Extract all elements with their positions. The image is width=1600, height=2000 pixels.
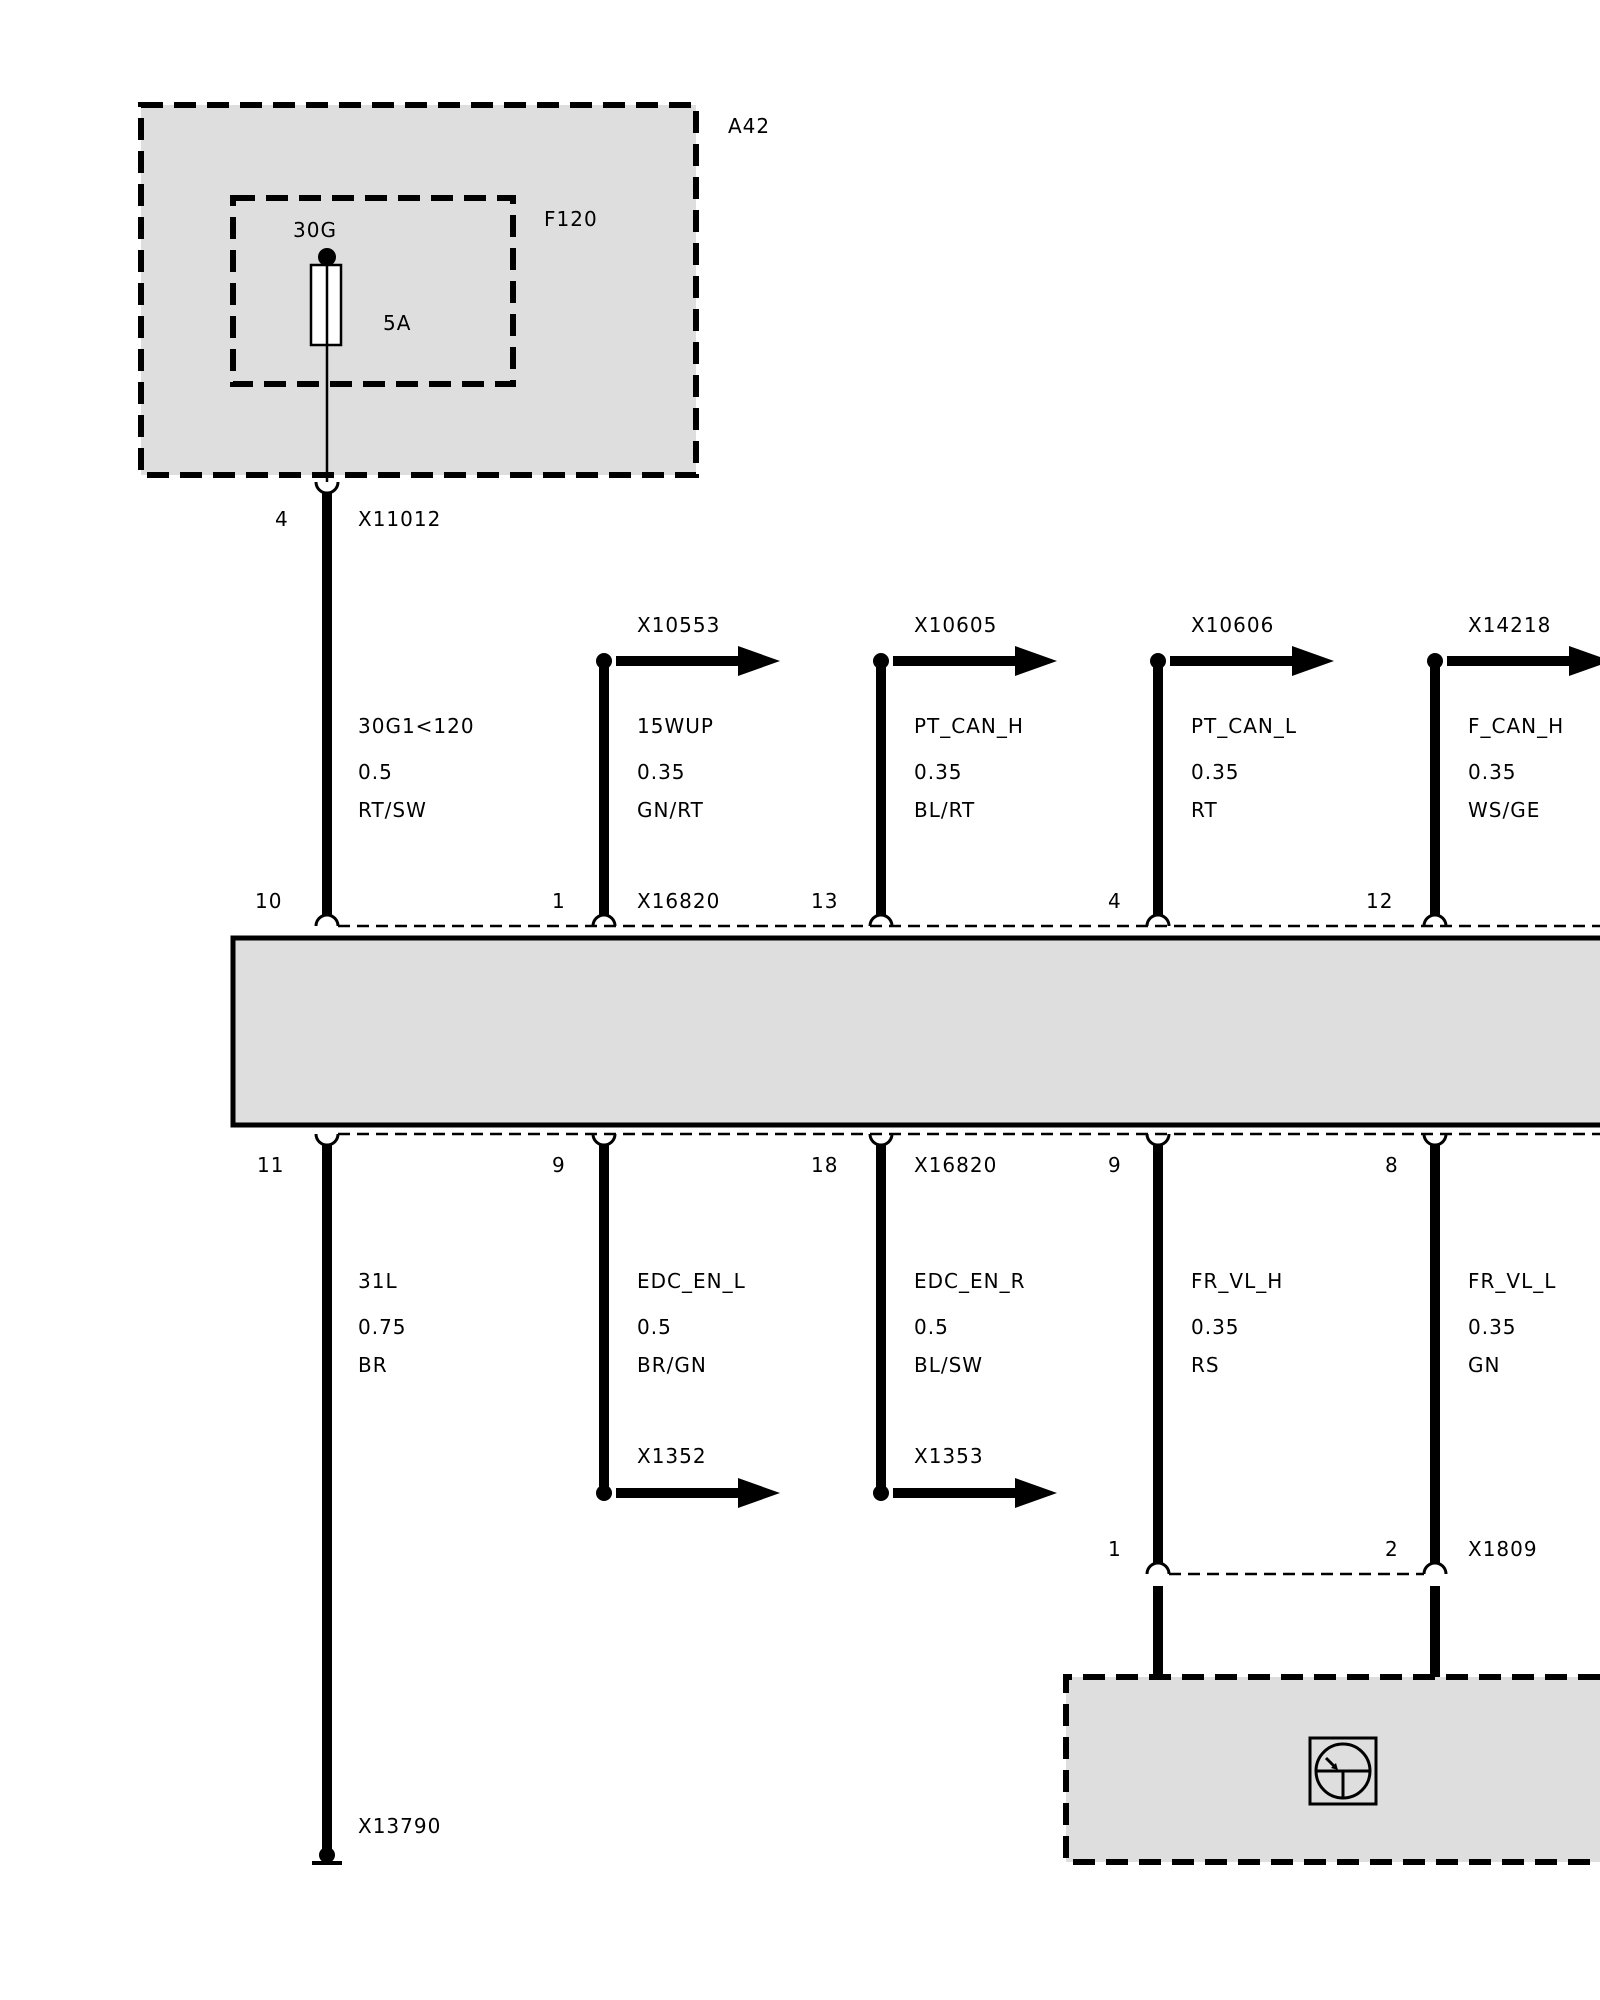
wire-edc-en-l: 9 EDC_EN_L 0.5 BR/GN X1352 xyxy=(552,1133,780,1508)
wire-color-label: RS xyxy=(1191,1353,1220,1377)
pin-connector-symbol xyxy=(1422,913,1448,927)
wire-gauge-label: 0.35 xyxy=(1468,760,1517,784)
wire-color-label: BL/SW xyxy=(914,1353,983,1377)
pin-connector-symbol xyxy=(1145,1561,1171,1575)
connector-x11012-label: X11012 xyxy=(358,507,441,531)
pin-connector-symbol xyxy=(868,1133,894,1147)
component-a42-label: A42 xyxy=(728,114,770,138)
pin-connector-symbol xyxy=(591,913,617,927)
arrow-right-icon xyxy=(1569,646,1600,676)
wire-15wup: X10553 15WUP 0.35 GN/RT 1 X16820 xyxy=(552,613,780,927)
wire-color-label: GN/RT xyxy=(637,798,704,822)
wire-signal-label: 15WUP xyxy=(637,714,714,738)
wire-signal-label: 31L xyxy=(358,1269,398,1293)
wire-gauge-label: 0.35 xyxy=(1191,1315,1240,1339)
wire-edc-en-r: 18 X16820 EDC_EN_R 0.5 BL/SW X1353 xyxy=(811,1133,1057,1508)
wire-gauge-label: 0.5 xyxy=(637,1315,672,1339)
sensor-pin-label: 2 xyxy=(1385,1537,1399,1561)
sensor-pin-label: 1 xyxy=(1108,1537,1122,1561)
arrow-right-icon xyxy=(1015,646,1057,676)
wire-gauge-label: 0.5 xyxy=(914,1315,949,1339)
wire-color-label: BR/GN xyxy=(637,1353,707,1377)
wire-f-can-h: X14218 F_CAN_H 0.35 WS/GE 12 xyxy=(1366,613,1600,927)
module-pin-label: 1 xyxy=(552,889,566,913)
module-pin-label: 18 xyxy=(811,1153,838,1177)
wire-fr-vl-l: 8 FR_VL_L 0.35 GN 2 xyxy=(1385,1133,1556,1681)
fuse-f120-label: F120 xyxy=(544,207,598,231)
arrow-right-icon xyxy=(738,646,780,676)
wire-destination-label: X10605 xyxy=(914,613,997,637)
wire-30g1-120: 30G1<120 0.5 RT/SW 10 xyxy=(255,493,475,927)
wire-gauge-label: 0.5 xyxy=(358,760,393,784)
arrow-right-icon xyxy=(1015,1478,1057,1508)
wire-color-label: WS/GE xyxy=(1468,798,1540,822)
module-pin-label: 8 xyxy=(1385,1153,1399,1177)
fuse-rating-label: 5A xyxy=(383,311,411,335)
pin-connector-symbol xyxy=(591,1133,617,1147)
arrow-right-icon xyxy=(738,1478,780,1508)
module-pin-label: 9 xyxy=(1108,1153,1122,1177)
pin-connector-symbol xyxy=(1145,913,1171,927)
wire-destination-label: X14218 xyxy=(1468,613,1551,637)
wire-color-label: BR xyxy=(358,1353,388,1377)
pin-connector-symbol xyxy=(1145,1133,1171,1147)
module-pin-label: 13 xyxy=(811,889,838,913)
wire-signal-label: EDC_EN_R xyxy=(914,1269,1026,1293)
lower-wires: 11 31L 0.75 BR X13790 9 EDC_EN_L 0.5 BR/… xyxy=(257,1133,1556,1865)
connector-x16820-label: X16820 xyxy=(914,1153,997,1177)
sensor-transistor-icon xyxy=(1308,1736,1378,1806)
connector-x11012-symbol xyxy=(314,481,340,495)
pin-connector-symbol xyxy=(1422,1561,1448,1575)
control-module xyxy=(230,935,1600,1128)
module-pin-label: 4 xyxy=(1108,889,1122,913)
wire-signal-label: 30G1<120 xyxy=(358,714,475,738)
ground-dot xyxy=(319,1847,335,1863)
pin-connector-symbol xyxy=(314,913,340,927)
pin-connector-symbol xyxy=(1422,1133,1448,1147)
connector-x1809-label: X1809 xyxy=(1468,1537,1538,1561)
wire-signal-label: F_CAN_H xyxy=(1468,714,1564,738)
wire-gauge-label: 0.35 xyxy=(637,760,686,784)
fuse-f120-box xyxy=(230,195,516,387)
wire-gauge-label: 0.75 xyxy=(358,1315,407,1339)
fuse-terminal-dot xyxy=(318,248,336,266)
wire-pt-can-h: X10605 PT_CAN_H 0.35 BL/RT 13 xyxy=(811,613,1057,927)
wire-gauge-label: 0.35 xyxy=(1468,1315,1517,1339)
wire-signal-label: EDC_EN_L xyxy=(637,1269,746,1293)
module-pin-label: 9 xyxy=(552,1153,566,1177)
wire-color-label: RT xyxy=(1191,798,1218,822)
pin-connector-symbol xyxy=(868,913,894,927)
upper-wires: 30G1<120 0.5 RT/SW 10 X10553 15WUP 0.35 … xyxy=(255,493,1600,927)
wire-color-label: BL/RT xyxy=(914,798,975,822)
wire-fr-vl-h: 9 FR_VL_H 0.35 RS 1 xyxy=(1108,1133,1283,1681)
wire-destination-label: X1352 xyxy=(637,1444,707,1468)
wire-signal-label: FR_VL_H xyxy=(1191,1269,1283,1293)
wire-destination-label: X10606 xyxy=(1191,613,1274,637)
wire-signal-label: PT_CAN_H xyxy=(914,714,1024,738)
wire-gauge-label: 0.35 xyxy=(914,760,963,784)
wheel-speed-sensor xyxy=(1063,1674,1600,1865)
module-pin-label: 11 xyxy=(257,1153,284,1177)
wire-destination-label: X13790 xyxy=(358,1814,441,1838)
connector-x11012-pin: 4 xyxy=(275,507,289,531)
wire-pt-can-l: X10606 PT_CAN_L 0.35 RT 4 xyxy=(1108,613,1334,927)
wire-color-label: RT/SW xyxy=(358,798,427,822)
wire-signal-label: FR_VL_L xyxy=(1468,1269,1556,1293)
pin-connector-symbol xyxy=(314,1133,340,1147)
wire-destination-label: X1353 xyxy=(914,1444,984,1468)
wire-31l: 11 31L 0.75 BR X13790 xyxy=(257,1133,441,1865)
connector-x11012: 4 X11012 xyxy=(275,481,441,531)
arrow-right-icon xyxy=(1292,646,1334,676)
wire-color-label: GN xyxy=(1468,1353,1500,1377)
connector-x1809: X1809 xyxy=(1169,1537,1538,1576)
component-a42: A42 F120 30G 5A xyxy=(138,102,770,482)
connector-x16820-label: X16820 xyxy=(637,889,720,913)
module-pin-label: 12 xyxy=(1366,889,1393,913)
wire-signal-label: PT_CAN_L xyxy=(1191,714,1297,738)
module-pin-label: 10 xyxy=(255,889,282,913)
wire-gauge-label: 0.35 xyxy=(1191,760,1240,784)
fuse-terminal-label: 30G xyxy=(293,218,337,242)
wire-destination-label: X10553 xyxy=(637,613,720,637)
